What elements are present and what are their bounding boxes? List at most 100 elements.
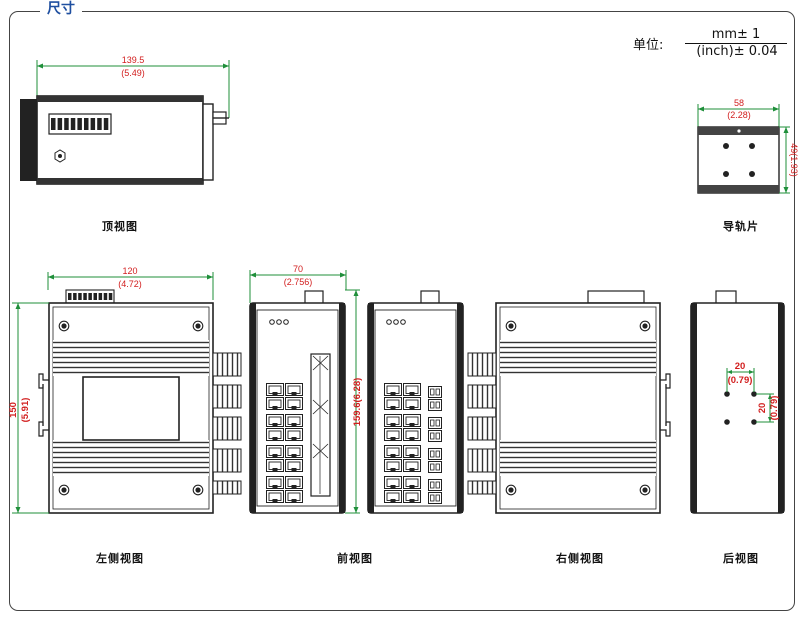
top-view-grounding-screw — [54, 149, 66, 163]
right-view-din-clip — [660, 373, 671, 437]
front-view-width-mm: 70 — [293, 264, 303, 274]
rj45-port — [266, 428, 284, 441]
left-view-rear-fins — [212, 352, 242, 495]
rj45-port — [266, 476, 284, 489]
top-view-width-dimension: 139.5 (5.49) — [36, 55, 230, 118]
rail-width-inch: (2.28) — [727, 110, 751, 120]
rj45-port — [285, 476, 303, 489]
sfp-port — [428, 417, 442, 429]
back-view-vspace-mm: 20 — [757, 403, 768, 414]
section-frame — [9, 11, 795, 611]
rj45-port — [266, 445, 284, 458]
sfp-port — [428, 399, 442, 411]
rj45-port — [266, 397, 284, 410]
unit-label: 单位: — [633, 38, 664, 53]
sfp-port — [428, 461, 442, 473]
back-view-vertical-spacing: 20 (0.79) — [756, 393, 780, 423]
top-view-body — [36, 95, 204, 185]
back-view-hspace-mm: 20 — [735, 361, 746, 372]
back-view-drawing: 20 (0.79) 20 (0.79) — [690, 290, 785, 514]
terminal-pin — [73, 293, 77, 300]
rj45-port — [384, 383, 402, 396]
terminal-pin — [78, 293, 82, 300]
rj45-port — [285, 445, 303, 458]
terminal-pin — [77, 118, 82, 130]
terminal-pin — [90, 118, 96, 130]
sfp-port — [428, 448, 442, 460]
rj45-port — [384, 397, 402, 410]
front-view-height-text: 159.6(6.28) — [352, 378, 363, 427]
sfp-port — [428, 492, 442, 504]
left-view-din-clip — [38, 373, 49, 437]
terminal-pin — [93, 293, 97, 300]
rail-plate — [697, 126, 780, 194]
rail-width-mm: 58 — [734, 98, 744, 108]
rail-label: 导轨片 — [723, 219, 759, 233]
rj45-port — [384, 459, 402, 472]
rail-holes — [723, 143, 755, 177]
rj45-port — [403, 445, 421, 458]
back-view-vspace-inch: (0.79) — [769, 396, 780, 421]
left-view-width-mm: 120 — [122, 266, 137, 276]
rj45-port — [266, 490, 284, 503]
rj45-port — [266, 414, 284, 427]
section-title: 尺寸 — [40, 0, 82, 18]
front-view-variant-drawing — [367, 290, 464, 514]
rail-height-dimension: 49(1.93) — [779, 126, 799, 194]
terminal-pin — [103, 118, 109, 130]
left-side-view-drawing: 120 (4.72) — [8, 266, 242, 514]
left-view-height-inch: (5.91) — [20, 398, 31, 423]
rj45-port — [266, 383, 284, 396]
terminal-pin — [97, 118, 102, 130]
back-view-hspace-inch: (0.79) — [728, 375, 753, 386]
rj45-port — [285, 490, 303, 503]
rj45-port — [403, 476, 421, 489]
terminal-pin — [64, 118, 69, 130]
right-view-label: 右侧视图 — [555, 551, 604, 565]
sfp-port — [428, 479, 442, 491]
unit-numerator: mm± 1 — [685, 26, 787, 44]
terminal-pin — [103, 293, 108, 300]
sfp-port — [428, 386, 442, 398]
rj45-port — [266, 459, 284, 472]
rj45-port — [285, 428, 303, 441]
terminal-pin — [84, 118, 89, 130]
rj45-port — [285, 383, 303, 396]
rj45-port — [285, 459, 303, 472]
unit-denominator: (inch)± 0.04 — [696, 44, 778, 59]
terminal-pin — [68, 293, 72, 300]
right-view-top-connector — [587, 290, 645, 304]
rj45-port — [285, 397, 303, 410]
back-view-mounting-holes — [724, 391, 757, 425]
left-view-width-inch: (4.72) — [118, 279, 142, 289]
right-view-body — [495, 302, 661, 514]
back-view-horizontal-spacing: 20 (0.79) — [726, 361, 755, 392]
top-view-rail-clip — [202, 103, 214, 181]
front-variant-power-connector — [420, 290, 440, 305]
front-view-power-connector — [304, 290, 324, 305]
front-view-width-dimension: 70 (2.756) — [249, 264, 347, 303]
front-view-drawing: 70 (2.756) 159.6(6.28) — [249, 264, 363, 514]
rj45-port — [384, 476, 402, 489]
rj45-port — [384, 428, 402, 441]
front-view-status-leds — [269, 319, 289, 325]
rj45-port — [285, 414, 303, 427]
rj45-port — [384, 445, 402, 458]
front-variant-status-leds — [386, 319, 406, 325]
top-view-terminals — [51, 118, 109, 130]
left-view-label: 左侧视图 — [95, 551, 144, 565]
left-view-height-mm: 150 — [8, 402, 19, 418]
left-view-width-dimension: 120 (4.72) — [47, 266, 214, 300]
rj45-port — [403, 459, 421, 472]
terminal-pin — [57, 118, 63, 130]
right-view-rear-fins — [467, 352, 497, 495]
rail-width-dimension: 58 (2.28) — [697, 98, 780, 127]
rj45-port — [403, 490, 421, 503]
rj45-port — [403, 428, 421, 441]
front-view-label: 前视图 — [337, 551, 373, 565]
terminal-pin — [51, 118, 56, 130]
terminal-pin — [98, 293, 103, 300]
front-view-height-dimension: 159.6(6.28) — [345, 289, 363, 514]
